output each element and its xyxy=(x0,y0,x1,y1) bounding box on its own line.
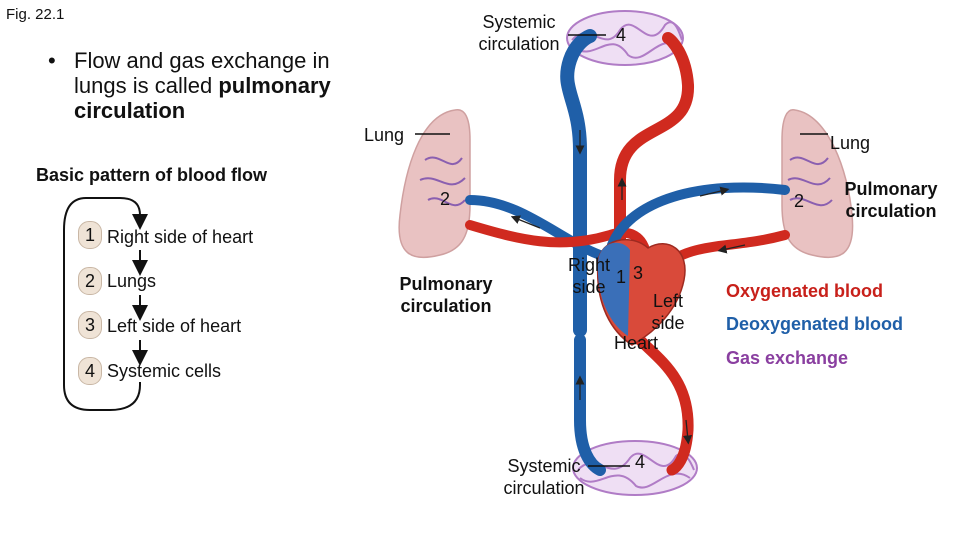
systemic-artery-top xyxy=(614,32,695,271)
step-label-lungs: Lungs xyxy=(107,271,157,291)
label-num-2-right: 2 xyxy=(794,191,805,211)
step-badge-4: 4 xyxy=(78,357,102,385)
bullet-text-bold: pulmonary circulation xyxy=(74,73,331,123)
capillary-bed-top xyxy=(566,10,684,66)
bullet-marker: • xyxy=(48,48,56,73)
label-heart: Heart xyxy=(614,333,659,353)
label-systemic-circulation-top: Systemic circulation xyxy=(478,12,560,54)
flow-arrow-artery-down xyxy=(683,419,693,445)
label-num-3: 3 xyxy=(633,263,644,283)
bullet-text: Flow and gas exchange in lungs is called… xyxy=(74,48,384,123)
capillary-bed-right-lung xyxy=(787,156,833,207)
figure-label: Fig. 22.1 xyxy=(6,6,65,23)
label-num-2-left: 2 xyxy=(440,189,451,209)
flow-arrow-pulm-right xyxy=(699,186,730,197)
label-num-4-bottom: 4 xyxy=(635,452,646,472)
heart-right-side xyxy=(597,242,630,336)
pulmonary-artery-right xyxy=(607,182,790,250)
flow-arrow-pulm-left xyxy=(510,215,541,229)
label-left-side: Left side xyxy=(651,291,685,333)
bullet-text-plain: Flow and gas exchange in lungs is called xyxy=(74,48,330,98)
label-lung-right: Lung xyxy=(830,133,871,153)
label-num-4-top: 4 xyxy=(616,25,627,45)
pulmonary-artery-left xyxy=(465,195,605,260)
key-deoxygenated-blood: Deoxygenated blood xyxy=(726,314,904,334)
label-num-1: 1 xyxy=(616,267,627,287)
step-badge-2: 2 xyxy=(78,267,102,295)
label-systemic-circulation-bottom: Systemic circulation xyxy=(503,456,585,498)
pattern-title: Basic pattern of blood flow xyxy=(36,165,268,185)
step-badge-3: 3 xyxy=(78,311,102,339)
systemic-vein-top xyxy=(560,29,597,337)
step-label-systemic-cells: Systemic cells xyxy=(107,361,222,381)
left-lung xyxy=(398,109,471,259)
systemic-vein-bottom xyxy=(574,334,606,476)
systemic-artery-bottom xyxy=(634,334,694,476)
label-right-side: Right side xyxy=(567,255,611,297)
flow-arrow-pulm-vein-right xyxy=(717,244,746,254)
label-pulmonary-circulation-left: Pulmonary circulation xyxy=(399,274,493,316)
key-oxygenated-blood: Oxygenated blood xyxy=(726,281,884,301)
step-label-right-heart: Right side of heart xyxy=(107,227,254,247)
capillary-bed-left-lung xyxy=(419,156,466,207)
label-lung-left: Lung xyxy=(364,125,405,145)
label-pulmonary-circulation-right: Pulmonary circulation xyxy=(844,179,938,221)
step-label-left-heart: Left side of heart xyxy=(107,316,242,336)
step-badge-1: 1 xyxy=(78,221,102,249)
key-gas-exchange: Gas exchange xyxy=(726,348,849,368)
